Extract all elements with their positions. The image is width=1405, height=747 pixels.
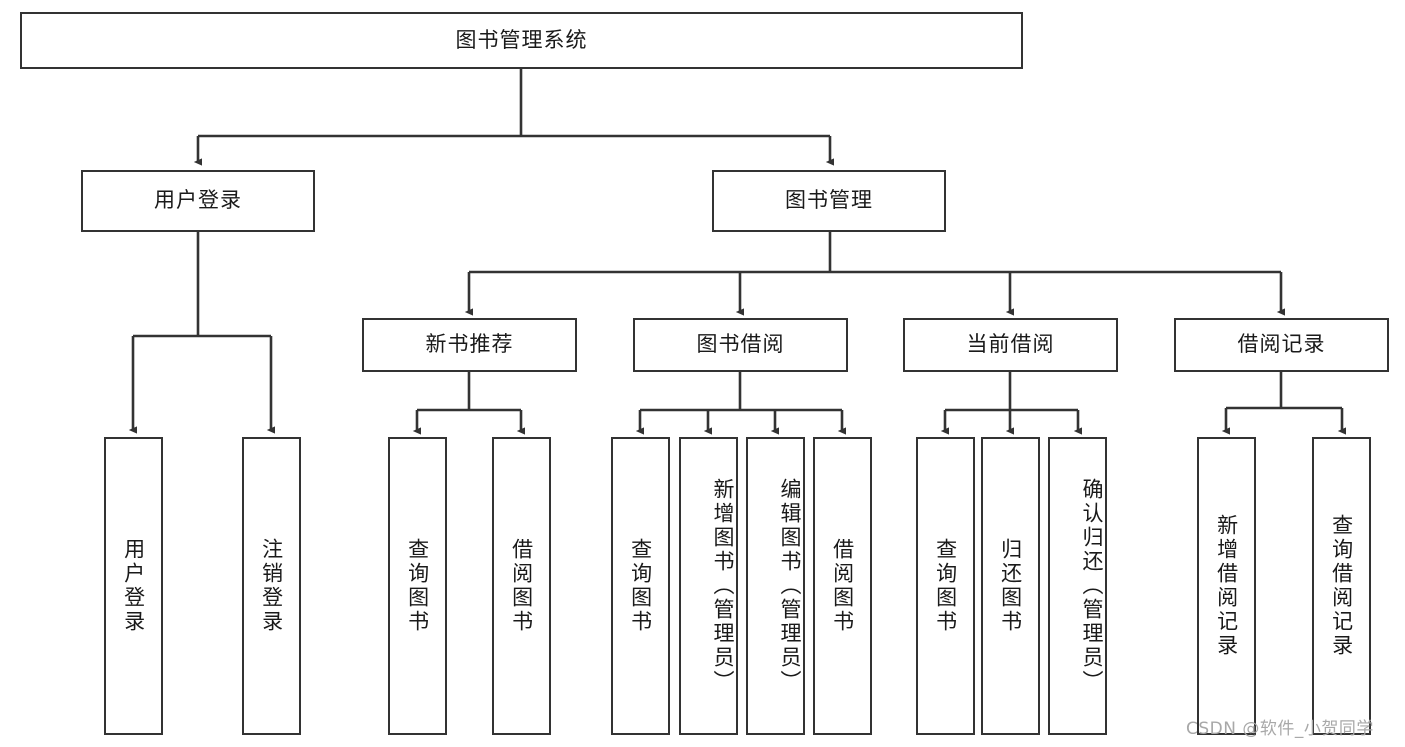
node-label: 当前借阅 xyxy=(966,332,1055,357)
node-label: 图书借阅 xyxy=(696,332,785,357)
node-label: 借阅图书 xyxy=(830,538,855,634)
node-user-login[interactable]: 用户登录 xyxy=(81,170,315,232)
leaf-return-book[interactable]: 归还图书 xyxy=(981,437,1040,735)
leaf-add-book-admin[interactable]: 新增图书（管理员） xyxy=(679,437,738,735)
node-label: 新书推荐 xyxy=(425,332,514,357)
node-label: 新增图书（管理员） xyxy=(711,478,735,694)
node-label: 查询图书 xyxy=(628,538,653,634)
node-new-book-recommend[interactable]: 新书推荐 xyxy=(362,318,577,372)
leaf-query-book-current[interactable]: 查询图书 xyxy=(916,437,975,735)
leaf-edit-book-admin[interactable]: 编辑图书（管理员） xyxy=(746,437,805,735)
node-label: 注销登录 xyxy=(259,538,284,634)
node-label: 查询借阅记录 xyxy=(1329,514,1354,658)
node-label: 查询图书 xyxy=(405,538,430,634)
node-label: 图书管理系统 xyxy=(455,27,588,52)
node-label: 图书管理 xyxy=(785,188,873,213)
node-current-borrow[interactable]: 当前借阅 xyxy=(903,318,1118,372)
node-book-borrow[interactable]: 图书借阅 xyxy=(633,318,848,372)
leaf-query-book-borrow[interactable]: 查询图书 xyxy=(611,437,670,735)
leaf-borrow-book-recommend[interactable]: 借阅图书 xyxy=(492,437,551,735)
node-label: 借阅图书 xyxy=(509,538,534,634)
leaf-user-login[interactable]: 用户登录 xyxy=(104,437,163,735)
node-label: 新增借阅记录 xyxy=(1214,514,1239,658)
leaf-query-borrow-record[interactable]: 查询借阅记录 xyxy=(1312,437,1371,735)
leaf-logout-login[interactable]: 注销登录 xyxy=(242,437,301,735)
node-borrow-record[interactable]: 借阅记录 xyxy=(1174,318,1389,372)
leaf-confirm-return-admin[interactable]: 确认归还（管理员） xyxy=(1048,437,1107,735)
leaf-borrow-book[interactable]: 借阅图书 xyxy=(813,437,872,735)
node-label: 确认归还（管理员） xyxy=(1080,478,1104,694)
leaf-add-borrow-record[interactable]: 新增借阅记录 xyxy=(1197,437,1256,735)
node-label: 借阅记录 xyxy=(1237,332,1326,357)
node-root-system[interactable]: 图书管理系统 xyxy=(20,12,1023,69)
node-label: 用户登录 xyxy=(121,538,146,634)
node-label: 用户登录 xyxy=(154,188,242,213)
leaf-query-book-recommend[interactable]: 查询图书 xyxy=(388,437,447,735)
node-label: 查询图书 xyxy=(933,538,958,634)
node-book-management[interactable]: 图书管理 xyxy=(712,170,946,232)
node-label: 编辑图书（管理员） xyxy=(778,478,802,694)
node-label: 归还图书 xyxy=(998,538,1023,634)
csdn-watermark: CSDN @软件_小贺同学 xyxy=(1186,719,1374,739)
